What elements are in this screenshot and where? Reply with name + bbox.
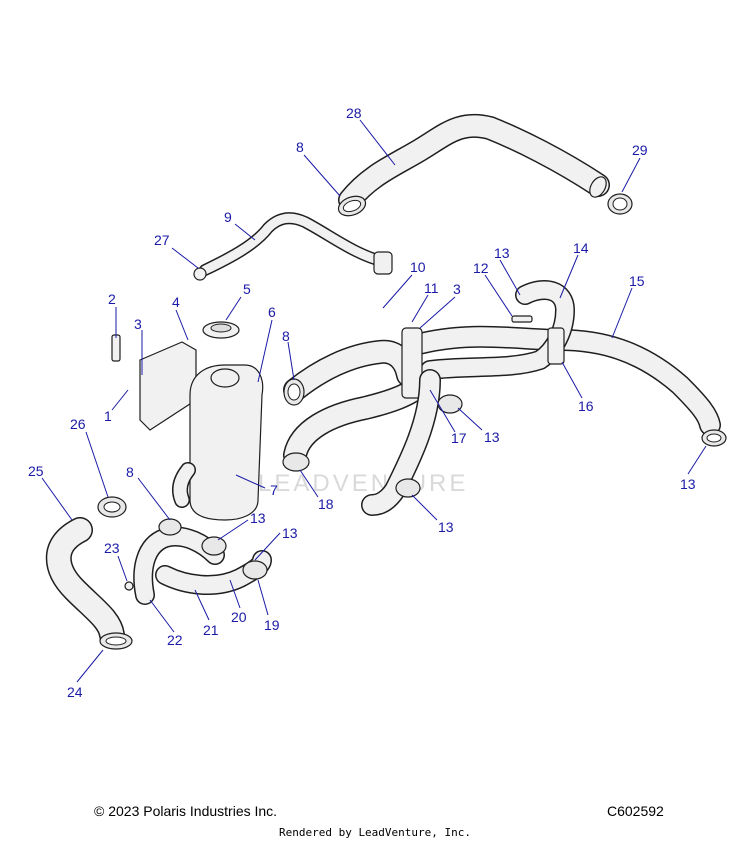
clamp-13-19b bbox=[242, 560, 268, 580]
hose-28 bbox=[338, 113, 610, 212]
copyright-text: © 2023 Polaris Industries Inc. bbox=[94, 803, 278, 819]
clamp-13-18 bbox=[282, 452, 310, 472]
callout-13-right: 13 bbox=[680, 476, 696, 492]
callout-5: 5 bbox=[243, 281, 251, 297]
clamp-8-top bbox=[337, 195, 367, 217]
hose-18 bbox=[283, 339, 432, 467]
callout-15: 15 bbox=[629, 273, 645, 289]
callout-13-17: 13 bbox=[484, 429, 500, 445]
bolt-12 bbox=[511, 315, 533, 323]
callout-8-mid: 8 bbox=[282, 328, 290, 344]
hose-25 bbox=[45, 517, 125, 648]
bracket-11 bbox=[401, 327, 423, 399]
hose-9 bbox=[193, 212, 393, 281]
callout-21: 21 bbox=[203, 622, 219, 638]
hose-15 bbox=[404, 325, 721, 436]
callout-10: 10 bbox=[410, 259, 426, 275]
callout-12: 12 bbox=[473, 260, 489, 276]
callout-6: 6 bbox=[268, 304, 276, 320]
callout-23: 23 bbox=[104, 540, 120, 556]
callout-13-19a: 13 bbox=[250, 510, 266, 526]
clamp-8-mid bbox=[283, 378, 305, 406]
clamp-29 bbox=[607, 193, 633, 215]
callout-26: 26 bbox=[70, 416, 86, 432]
watermark: LEADVENTURE bbox=[258, 470, 468, 497]
drawing-number: C602592 bbox=[607, 803, 664, 819]
callout-9: 9 bbox=[224, 209, 232, 225]
callout-24: 24 bbox=[67, 684, 83, 700]
bolt-2 bbox=[111, 334, 121, 362]
callout-19: 19 bbox=[264, 617, 280, 633]
clamp-8-low bbox=[158, 518, 182, 536]
clamp-13-right bbox=[701, 429, 727, 447]
leader-lines bbox=[41, 119, 707, 683]
callout-16: 16 bbox=[578, 398, 594, 414]
callout-13-19b: 13 bbox=[282, 525, 298, 541]
callout-4: 4 bbox=[172, 294, 180, 310]
callout-17: 17 bbox=[451, 430, 467, 446]
callout-14: 14 bbox=[573, 240, 589, 256]
callout-18: 18 bbox=[318, 496, 334, 512]
callout-29: 29 bbox=[632, 142, 648, 158]
bolt-23 bbox=[124, 581, 134, 591]
clamp-26 bbox=[97, 496, 127, 518]
callout-27: 27 bbox=[154, 232, 170, 248]
callout-22: 22 bbox=[167, 632, 183, 648]
callout-7: 7 bbox=[270, 482, 278, 498]
bracket-4 bbox=[139, 341, 197, 431]
rendered-by-text: Rendered by LeadVenture, Inc. bbox=[278, 826, 472, 839]
callout-labels: 28 8 29 9 27 10 11 3 13 12 14 15 2 5 4 6… bbox=[28, 105, 696, 700]
callout-13-low: 13 bbox=[438, 519, 454, 535]
callout-25: 25 bbox=[28, 463, 44, 479]
callout-11: 11 bbox=[424, 280, 439, 296]
callout-28: 28 bbox=[346, 105, 362, 121]
callout-13: 13 bbox=[494, 245, 510, 261]
clamp-13-17b bbox=[395, 478, 421, 498]
callout-3: 3 bbox=[453, 281, 461, 297]
callout-3-left: 3 bbox=[134, 316, 142, 332]
reservoir-6 bbox=[172, 364, 264, 521]
bracket-16 bbox=[547, 327, 565, 365]
callout-8-low: 8 bbox=[126, 464, 134, 480]
clamp-24 bbox=[99, 632, 133, 650]
callout-1: 1 bbox=[104, 408, 112, 424]
callout-8: 8 bbox=[296, 139, 304, 155]
cap-5 bbox=[202, 321, 240, 339]
callout-20: 20 bbox=[231, 609, 247, 625]
clamp-13-19a bbox=[201, 536, 227, 556]
callout-2: 2 bbox=[108, 291, 116, 307]
